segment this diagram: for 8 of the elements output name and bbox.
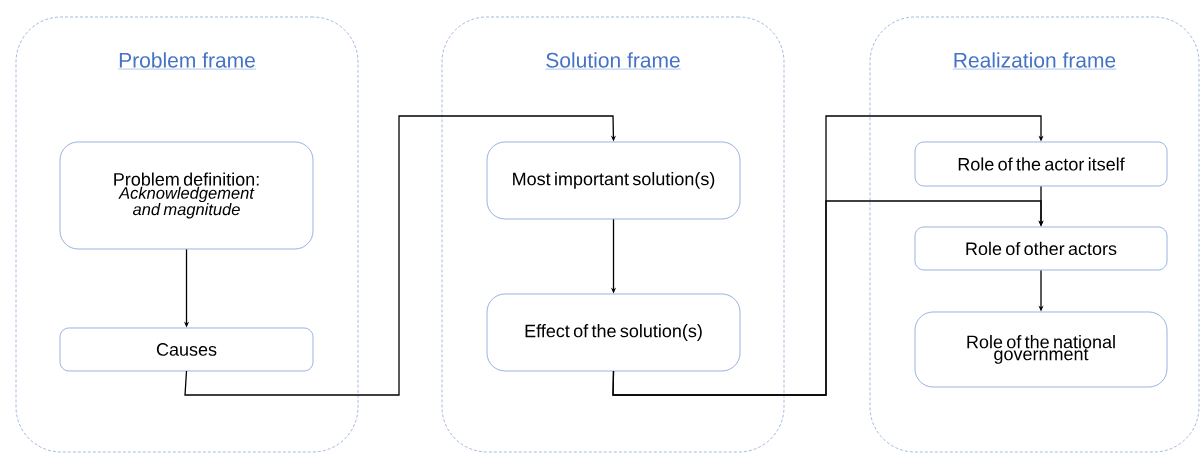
arrow	[184, 115, 616, 396]
process-box: Problem definition: Acknowledgement and magnitude	[59, 141, 314, 250]
process-box: Role of other actors	[914, 226, 1168, 271]
process-box: Causes	[59, 327, 314, 372]
process-box: Most important solution(s)	[486, 141, 741, 220]
process-box: Effect of the solution(s)	[486, 293, 741, 372]
process-box: Role of the national government	[914, 311, 1168, 388]
process-box: Role of the actor itself	[914, 141, 1168, 187]
